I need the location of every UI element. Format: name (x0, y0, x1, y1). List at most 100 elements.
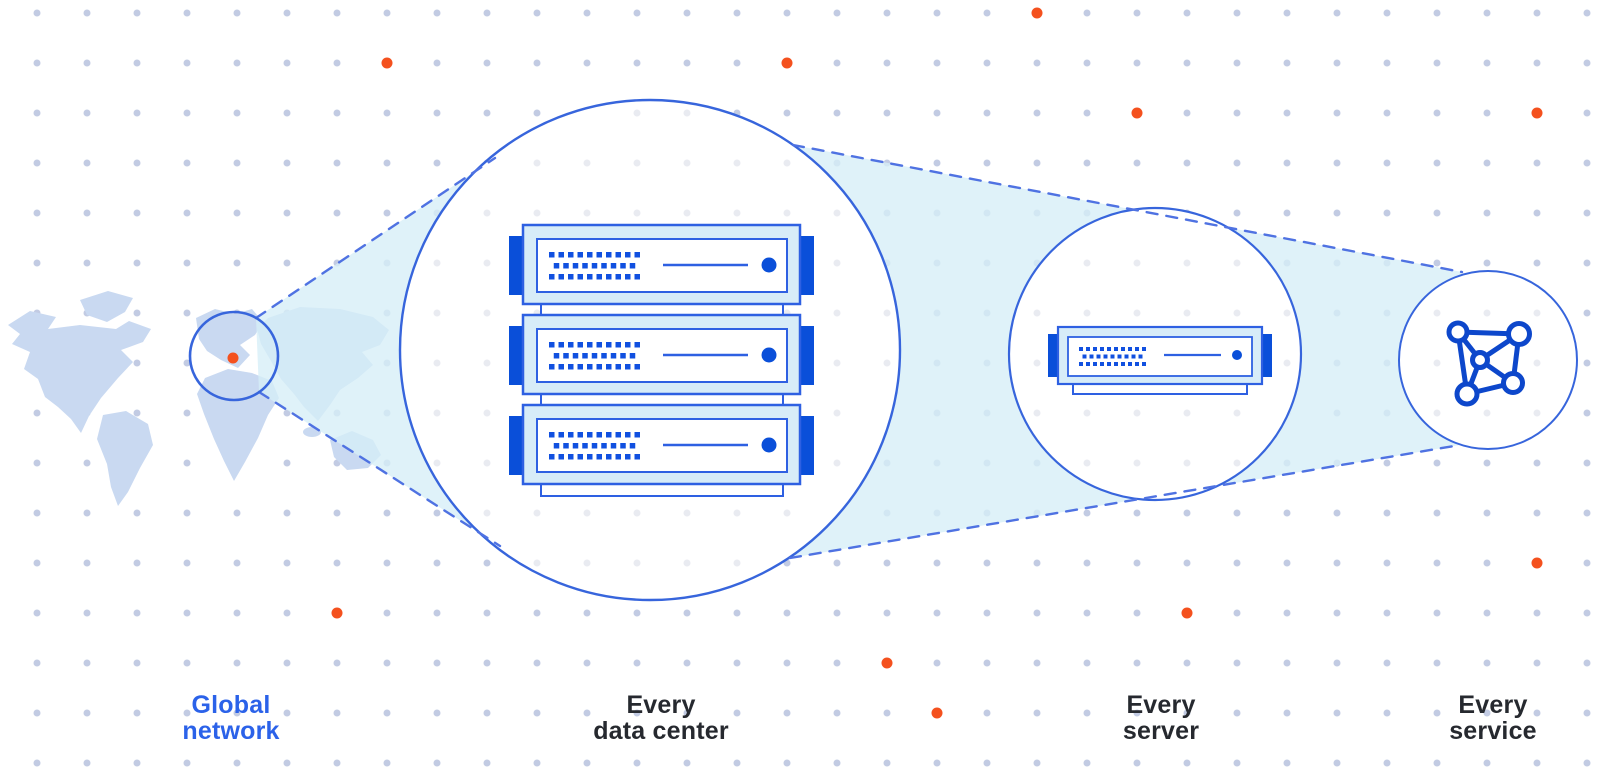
matrix-dot (596, 252, 602, 258)
pattern-dot (733, 159, 741, 167)
pattern-dot (483, 609, 491, 617)
pattern-dot (1483, 709, 1491, 717)
pattern-dot (133, 609, 141, 617)
matrix-dot (610, 353, 617, 359)
matrix-dot (1117, 354, 1122, 359)
pattern-dot (1583, 659, 1591, 667)
pattern-dot (533, 109, 541, 117)
matrix-dot (606, 252, 612, 258)
pattern-dot (233, 259, 241, 267)
pattern-dot (233, 209, 241, 217)
pattern-dot (283, 709, 291, 717)
server-tab-right (799, 326, 814, 385)
matrix-dot (1135, 362, 1139, 366)
matrix-dot (615, 274, 621, 280)
pattern-dot (1133, 159, 1141, 167)
matrix-dot (568, 252, 574, 258)
matrix-dot (596, 432, 602, 438)
matrix-dot (1138, 354, 1143, 359)
matrix-dot (582, 353, 588, 359)
pattern-dot (33, 509, 41, 517)
pattern-dot (1031, 7, 1043, 19)
pattern-dot (1183, 659, 1191, 667)
server-led (761, 257, 777, 273)
pattern-dot (483, 659, 491, 667)
node (1454, 381, 1480, 407)
matrix-dot (549, 342, 555, 348)
pattern-dot (683, 9, 691, 17)
pattern-dot (1583, 109, 1591, 117)
matrix-dot (591, 443, 598, 449)
pattern-dot (931, 707, 943, 719)
pattern-dot (1483, 9, 1491, 17)
pattern-dot (183, 659, 191, 667)
server-unit (509, 313, 814, 396)
matrix-dot (572, 443, 579, 449)
pattern-dot (83, 209, 91, 217)
pattern-dot (1233, 509, 1241, 517)
matrix-dot (577, 342, 583, 348)
matrix-dot (615, 252, 621, 258)
pattern-dot (633, 9, 641, 17)
pattern-dot (483, 209, 491, 217)
pattern-dot (1333, 109, 1341, 117)
pattern-dot (433, 359, 441, 367)
pattern-dot (433, 109, 441, 117)
matrix-dot (606, 342, 612, 348)
pattern-dot (1433, 559, 1441, 567)
pattern-dot (1233, 209, 1241, 217)
matrix-dot (549, 454, 555, 460)
pattern-dot (83, 659, 91, 667)
pattern-dot (1483, 509, 1491, 517)
pattern-dot (33, 59, 41, 67)
matrix-dot (606, 432, 612, 438)
matrix-dot (1128, 362, 1132, 366)
pattern-dot (1133, 9, 1141, 17)
pattern-dot (1283, 559, 1291, 567)
pattern-dot (533, 509, 541, 517)
matrix-dot (577, 274, 583, 280)
node (1446, 320, 1470, 344)
pattern-dot (783, 159, 791, 167)
pattern-dot (1133, 309, 1141, 317)
pattern-dot (733, 9, 741, 17)
pattern-dot (633, 609, 641, 617)
pattern-dot (983, 759, 991, 767)
pattern-dot (1283, 759, 1291, 767)
pattern-dot (483, 309, 491, 317)
pattern-dot (833, 309, 841, 317)
pattern-dot (633, 509, 641, 517)
matrix-dot (634, 454, 640, 460)
pattern-dot (1383, 9, 1391, 17)
pattern-dot (433, 59, 441, 67)
matrix-dot (549, 252, 555, 258)
pattern-dot (1283, 309, 1291, 317)
pattern-dot (883, 59, 891, 67)
pattern-dot (1533, 659, 1541, 667)
pattern-dot (1583, 259, 1591, 267)
pattern-dot (1183, 459, 1191, 467)
pattern-dot (933, 609, 941, 617)
pattern-dot (1033, 659, 1041, 667)
pattern-dot (983, 59, 991, 67)
pattern-dot (583, 509, 591, 517)
pattern-dot (733, 59, 741, 67)
pattern-dot (183, 259, 191, 267)
pattern-dot (733, 659, 741, 667)
matrix-dot (553, 263, 560, 269)
pattern-dot (583, 659, 591, 667)
pattern-dot (1383, 609, 1391, 617)
pattern-dot (433, 259, 441, 267)
pattern-dot (333, 709, 341, 717)
pattern-dot (733, 509, 741, 517)
matrix-dot (563, 263, 569, 269)
pattern-dot (433, 159, 441, 167)
pattern-dot (333, 759, 341, 767)
pattern-dot (633, 759, 641, 767)
pattern-dot (1083, 9, 1091, 17)
pattern-dot (783, 109, 791, 117)
pattern-dot (1483, 209, 1491, 217)
pattern-dot (1033, 759, 1041, 767)
pattern-dot (1583, 459, 1591, 467)
matrix-dot (1107, 347, 1111, 351)
